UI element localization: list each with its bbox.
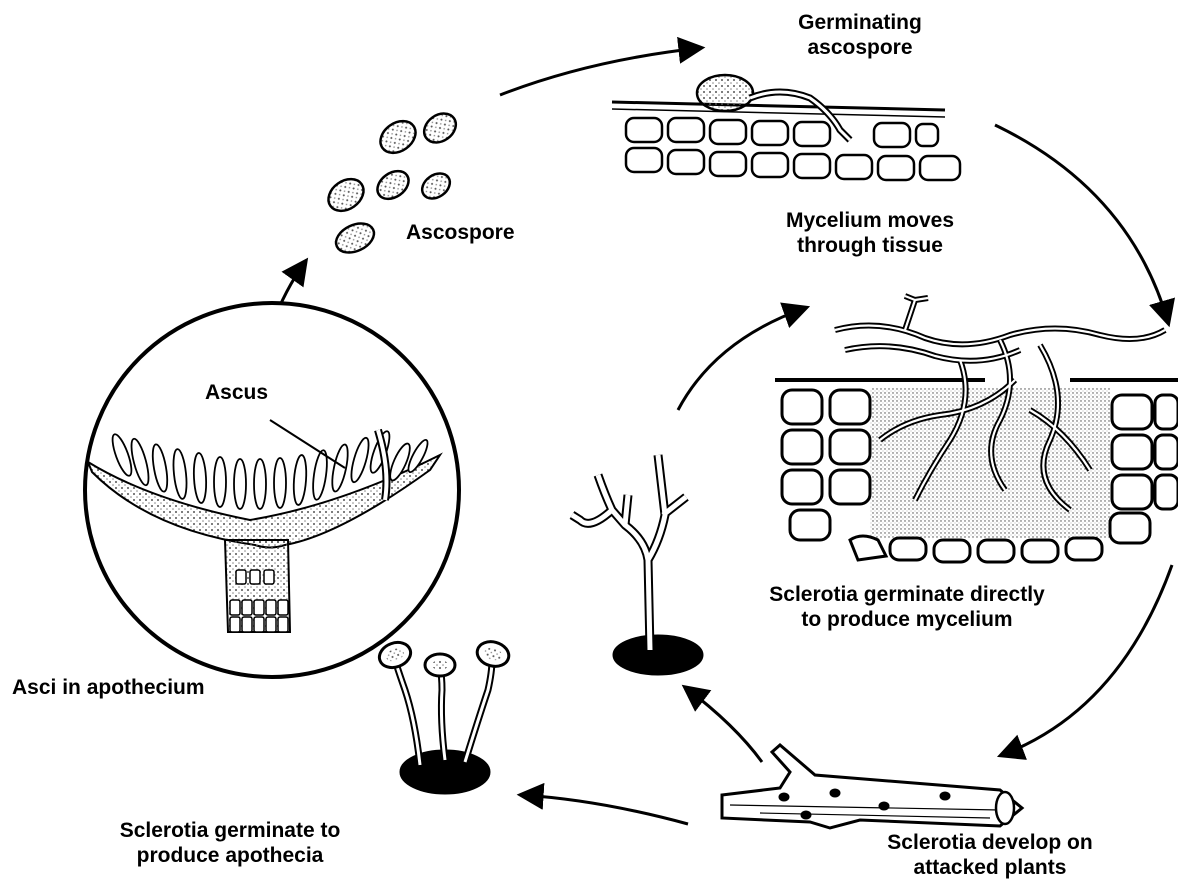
label-mycelium-line2: through tissue bbox=[725, 233, 1015, 258]
label-ascus: Ascus bbox=[205, 380, 268, 405]
label-germinating-line1: Germinating bbox=[745, 10, 975, 35]
sclerotium-branching-mycelium bbox=[572, 455, 703, 675]
apothecium-cross-section bbox=[85, 303, 459, 677]
mycelium-tissue-illustration bbox=[775, 296, 1178, 562]
label-mycelium-moves: Mycelium moves through tissue bbox=[725, 208, 1015, 258]
label-ascospore: Ascospore bbox=[406, 220, 515, 245]
arrow-germinating-to-mycelium bbox=[995, 125, 1168, 322]
label-germinating-ascospore: Germinating ascospore bbox=[745, 10, 975, 60]
label-sclerotia-direct-line1: Sclerotia germinate directly bbox=[692, 582, 1122, 607]
label-develop-line1: Sclerotia develop on bbox=[820, 830, 1160, 855]
arrow-branching-to-mycelium bbox=[678, 308, 805, 410]
arrow-ascospore-to-germinating bbox=[500, 48, 700, 95]
label-sclerotia-germinate-apothecia: Sclerotia germinate to produce apothecia bbox=[60, 818, 400, 868]
label-asci-in-apothecium: Asci in apothecium bbox=[12, 675, 205, 700]
label-sclerotia-direct-line2: to produce mycelium bbox=[692, 607, 1122, 632]
germinating-ascospore-illustration bbox=[612, 75, 960, 180]
arrow-sclerotia-to-branching bbox=[686, 688, 762, 762]
label-apothecia-line1: Sclerotia germinate to bbox=[60, 818, 400, 843]
apothecia-on-sclerotium bbox=[376, 638, 512, 794]
label-sclerotia-develop: Sclerotia develop on attacked plants bbox=[820, 830, 1160, 880]
label-develop-line2: attacked plants bbox=[820, 855, 1160, 880]
label-germinating-line2: ascospore bbox=[745, 35, 975, 60]
label-mycelium-line1: Mycelium moves bbox=[725, 208, 1015, 233]
label-sclerotia-germinate-directly: Sclerotia germinate directly to produce … bbox=[692, 582, 1122, 632]
attacked-plant-stem bbox=[722, 745, 1022, 828]
arrow-sclerotia-to-apothecia bbox=[522, 795, 688, 824]
label-apothecia-line2: produce apothecia bbox=[60, 843, 400, 868]
